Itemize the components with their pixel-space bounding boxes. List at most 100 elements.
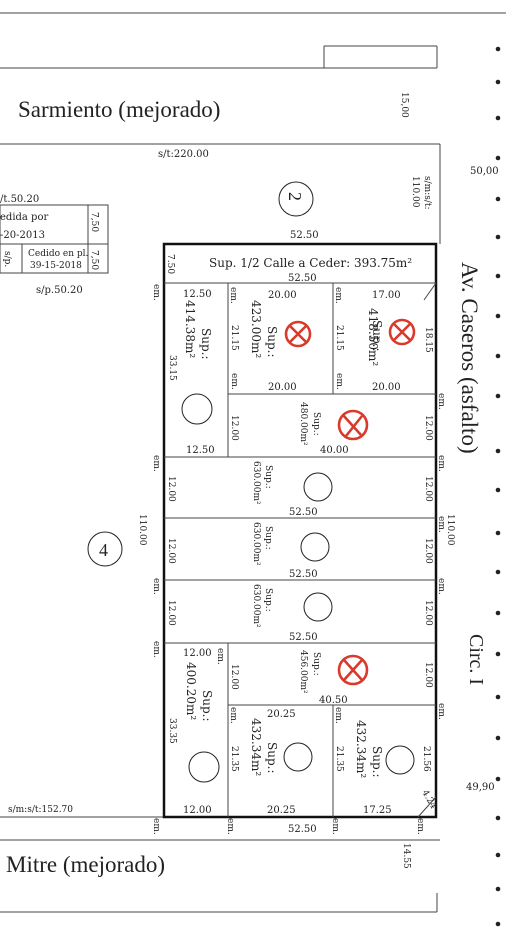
block-st220: s/t:220.00 (158, 149, 209, 160)
lot-h-r: 12.00 (423, 662, 433, 688)
lot-i-area: 400.20m² (184, 662, 198, 720)
lot-e-l: 12.00 (166, 476, 176, 502)
em-right-1: em. (436, 393, 446, 410)
bottom-d5250: 52.50 (288, 824, 317, 835)
dim-15: 15,00 (399, 92, 409, 118)
block-4-circle (87, 531, 123, 567)
lot-d-len: 40.00 (320, 445, 349, 456)
lot-a-sup: Sup.: (199, 328, 213, 360)
lot-j-bottom: 20.25 (267, 805, 296, 816)
em-left-4: em. (151, 641, 161, 658)
left-smst: s/m:s/t:152.70 (8, 805, 73, 815)
lot-c-w: 17.00 (372, 290, 401, 301)
em-right-5: em. (436, 703, 446, 720)
left-sp5020: s/p.50.20 (36, 285, 83, 296)
lot-k-chamfer (417, 796, 437, 818)
lot-h-sup: Sup.: (311, 652, 321, 676)
lot-c-em: em. (333, 287, 343, 304)
em-left-2: em. (151, 455, 161, 472)
left-cedida-box (0, 204, 109, 274)
lot-c-h: 18.15 (423, 327, 433, 353)
lot-a-bottom: 12.50 (186, 445, 215, 456)
left-d750a: 7,50 (89, 212, 99, 232)
left-d750b: 7,50 (89, 250, 99, 270)
lot-k-h2: 21.56 (421, 746, 431, 772)
lot-k-bottom: 17.25 (363, 805, 392, 816)
lot-f-status-circle (300, 532, 330, 562)
lot-k-h: 21.35 (334, 746, 344, 772)
lot-e-sup: Sup.: (263, 465, 273, 489)
lot-h-area: 456.00m² (298, 650, 308, 694)
lot-e-len: 52.50 (289, 507, 318, 518)
lot-a-status-circle (181, 393, 213, 425)
lot-j-area: 432.34m² (249, 718, 263, 776)
block-4-number: 4 (99, 540, 108, 560)
lot-i-w: 12.00 (183, 648, 212, 659)
block-smst-2: 110.00 (410, 176, 420, 208)
lot-e-status-circle (303, 472, 333, 502)
lot-h-l: 12.00 (229, 664, 239, 690)
lot-j-em: em. (228, 707, 238, 724)
lot-b-w: 20.00 (268, 290, 297, 301)
bottom-d1455: 14.55 (401, 843, 411, 869)
lot-j-w: 20.25 (267, 709, 296, 720)
em-bottom-2: em. (330, 818, 340, 835)
lot-b-em: em. (228, 287, 238, 304)
lot-c-h2: 21.15 (334, 325, 344, 351)
lot-a-h: 33.15 (167, 355, 177, 381)
lot-i-h: 33.35 (167, 718, 177, 744)
left-cedido-2: 39-15-2018 (30, 261, 82, 271)
em-left-1: em. (151, 284, 161, 301)
lot-g-status-circle (303, 592, 333, 622)
em-right-4: em. (436, 578, 446, 595)
lot-h-em: em. (215, 648, 225, 665)
left-cedido-1: Cedido en pl. (28, 249, 89, 259)
strip-d5250: 52.50 (288, 273, 317, 284)
lot-b-h: 21.15 (229, 325, 239, 351)
left-st: /t.50.20 (0, 194, 39, 205)
em-right-2: em. (436, 455, 446, 472)
lot-h-len: 40.50 (319, 695, 348, 706)
lot-b-sold-mark (284, 320, 312, 348)
left-sp: s/p. (2, 251, 12, 267)
lot-f-len: 52.50 (289, 569, 318, 580)
block-2-circle (278, 181, 314, 217)
lot-e-area: 630.00m² (251, 461, 261, 505)
right-d110: 110.00 (445, 514, 455, 546)
strip-ceder-text: Sup. 1/2 Calle a Ceder: 393.75m² (209, 256, 412, 270)
lot-i-bottom: 12.00 (183, 805, 212, 816)
lot-b-area: 423.00m² (249, 300, 263, 358)
strip-chamfer (423, 282, 437, 301)
lot-a-area: 414.38m² (183, 300, 197, 358)
lot-f-r: 12.00 (423, 538, 433, 564)
lot-a-w: 12.50 (183, 289, 212, 300)
street-caseros: Av. Caseros (asfalto) (457, 262, 482, 454)
lot-i-status-circle (188, 751, 220, 783)
lot-g-r: 12.00 (423, 600, 433, 626)
lot-c-sold-mark (388, 318, 416, 346)
street-sarmiento: Sarmiento (mejorado) (18, 97, 220, 122)
lot-g-area: 630.00m² (251, 584, 261, 628)
lot-b-bottom: 20.00 (268, 382, 297, 393)
lot-c-bottom: 20.00 (372, 382, 401, 393)
lot-f-sup: Sup.: (263, 526, 273, 550)
em-left-3: em. (151, 578, 161, 595)
block-smst-1: s/m:s/t: (422, 176, 432, 210)
lot-g-l: 12.00 (166, 600, 176, 626)
lot-g-len: 52.50 (289, 632, 318, 643)
lot-c-sup: Sup.: (370, 320, 384, 352)
lot-j-sup: Sup.: (265, 742, 279, 774)
lot-b-sup: Sup.: (265, 326, 279, 358)
left-d110: 110.00 (137, 514, 147, 546)
block-outline (162, 242, 438, 819)
street-mitre: Mitre (mejorado) (6, 852, 165, 877)
lot-d-sold-mark (337, 409, 369, 441)
lot-k-area: 432.34m² (354, 720, 368, 778)
lot-i-sup: Sup.: (200, 690, 214, 722)
lot-c-area: 418.50m² (366, 308, 380, 366)
lot-d-area: 480.00m² (298, 402, 308, 446)
lot-b-em2: em. (229, 373, 239, 390)
em-right-6: em. (415, 818, 425, 835)
left-cedida-1: edida por (0, 212, 48, 223)
